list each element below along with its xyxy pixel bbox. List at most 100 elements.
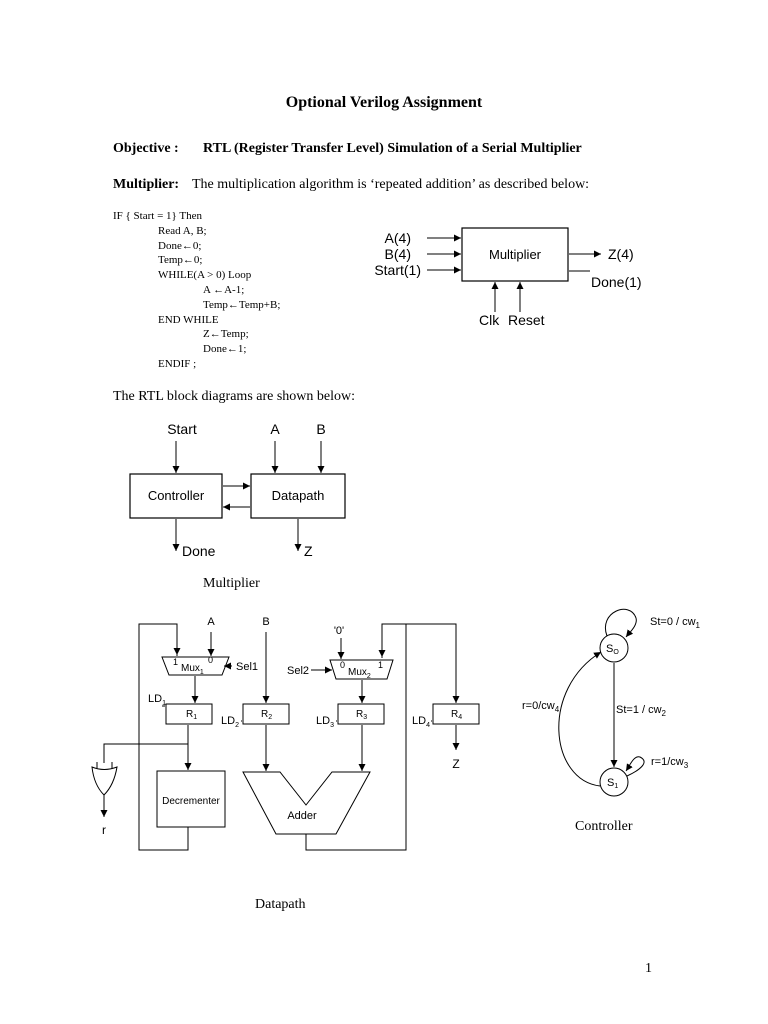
controller-box — [129, 473, 223, 519]
dp-a-label: A — [207, 616, 215, 628]
sel1-label: Sel1 — [236, 661, 258, 673]
multiplier-label: Multiplier: — [113, 177, 180, 192]
pseudocode: IF { Start = 1} Then Read A, B; Done←0; … — [113, 209, 280, 372]
r4-main: R — [451, 709, 458, 720]
state-s1 — [599, 767, 629, 797]
multiplier-description: The multiplication algorithm is ‘repeate… — [192, 177, 590, 192]
t-10-sub: 4 — [555, 705, 560, 714]
code-line: Z←Temp; — [203, 328, 249, 341]
t-self0-sub: 1 — [696, 621, 701, 630]
code-line: Done←0; — [158, 239, 202, 252]
input-b-label: B(4) — [385, 246, 411, 262]
mux1-in0-label: 0 — [208, 655, 213, 665]
r3-label: R3 — [356, 709, 367, 721]
r2-sub: 2 — [268, 714, 272, 721]
ld4-label: LD4 — [412, 715, 430, 729]
register-r3 — [337, 703, 385, 725]
s0-self-loop — [604, 608, 637, 638]
input-start-label: Start(1) — [374, 262, 421, 278]
controller-fsm: SO S1 St=0 / cw1 St=1 / cw2 r=1/cw3 r=0/… — [522, 608, 701, 797]
t-self0-main: St=0 / cw — [650, 616, 696, 628]
mux2-sub: 2 — [367, 673, 371, 680]
r1-sub: 1 — [193, 714, 197, 721]
sel2-label: Sel2 — [287, 665, 309, 677]
ld3-sub: 3 — [330, 722, 334, 729]
ld3-main: LD — [316, 715, 330, 727]
register-r4 — [432, 703, 480, 725]
register-r2 — [242, 703, 290, 725]
b-label: B — [316, 421, 325, 437]
ld1-sub: 1 — [162, 700, 166, 707]
datapath-label: Datapath — [272, 488, 325, 503]
ld1-main: LD — [148, 693, 162, 705]
decrementer-label: Decrementer — [162, 796, 220, 807]
clk-label: Clk — [479, 312, 500, 328]
objective-label: Objective : — [113, 141, 179, 156]
multiplier-caption: Multiplier — [203, 576, 260, 591]
r1-to-or-wire — [103, 743, 188, 763]
t-01-label: St=1 / cw2 — [616, 704, 667, 718]
mux1-main: Mux — [181, 663, 200, 674]
s1-main: S — [607, 777, 614, 789]
datapath-labels: A B '0' 1 0 Mux1 Sel1 0 1 Mux2 Sel2 R1 R… — [102, 616, 462, 837]
ld3-label: LD3 — [316, 715, 334, 729]
z-label: Z — [304, 543, 313, 559]
dp-zero-label: '0' — [334, 625, 344, 637]
s1-self-loop — [625, 756, 645, 777]
state-s0 — [599, 633, 629, 663]
ld2-label: LD2 — [221, 715, 239, 729]
r4-sub: 4 — [458, 714, 462, 721]
multiplier-box-label: Multiplier — [489, 247, 542, 262]
r2-main: R — [261, 709, 268, 720]
dp-r-label: r — [102, 823, 106, 837]
state-s1-label: S1 — [607, 777, 618, 790]
code-line: Temp←Temp+B; — [203, 298, 281, 311]
t-self1-sub: 3 — [684, 761, 689, 770]
adder-feedback-wire — [305, 623, 407, 851]
controller-label: Controller — [148, 488, 205, 503]
code-line: Read A, B; — [158, 224, 207, 237]
t-self1-label: r=1/cw3 — [651, 756, 689, 770]
adder-label: Adder — [287, 810, 317, 822]
datapath-box — [250, 473, 346, 519]
ld4-sub: 4 — [426, 722, 430, 729]
output-done-label: Done(1) — [591, 274, 642, 290]
r3-sub: 3 — [363, 714, 367, 721]
start-label: Start — [167, 421, 197, 437]
s1-sub: 1 — [614, 783, 618, 790]
t-10-label: r=0/cw4 — [522, 700, 560, 714]
ld4-main: LD — [412, 715, 426, 727]
decrementer-box — [156, 770, 226, 828]
datapath-caption: Datapath — [255, 897, 306, 912]
ld2-main: LD — [221, 715, 235, 727]
mux1-in1-label: 1 — [173, 657, 178, 667]
ld2-sub: 2 — [235, 722, 239, 729]
r1-main: R — [186, 709, 193, 720]
code-line: Temp←0; — [158, 254, 203, 267]
code-line: ENDIF ; — [158, 357, 197, 370]
r1-label: R1 — [186, 709, 197, 721]
register-r1 — [165, 703, 213, 725]
s0-sub: O — [613, 649, 619, 656]
objective-text: RTL (Register Transfer Level) Simulation… — [203, 141, 582, 156]
multiplier-box — [461, 227, 569, 282]
t-01-main: St=1 / cw — [616, 704, 662, 716]
r3-main: R — [356, 709, 363, 720]
mux2-trapezoid — [329, 659, 394, 680]
code-line: IF { Start = 1} Then — [113, 210, 202, 222]
controller-caption: Controller — [575, 819, 633, 834]
mux2-main: Mux — [348, 667, 367, 678]
s1-to-s0-arrow — [558, 651, 602, 787]
t-10-main: r=0/cw — [522, 700, 555, 712]
code-line: Done←1; — [203, 343, 247, 356]
mux1-trapezoid — [161, 656, 230, 676]
code-line: A ←A-1; — [203, 283, 245, 296]
mux2-in0-label: 0 — [340, 660, 345, 670]
state-s0-label: SO — [606, 643, 619, 656]
t-01-sub: 2 — [662, 709, 667, 718]
output-z-label: Z(4) — [608, 246, 634, 262]
page-number: 1 — [645, 961, 652, 976]
r2-label: R2 — [261, 709, 272, 721]
r4-label: R4 — [451, 709, 462, 721]
